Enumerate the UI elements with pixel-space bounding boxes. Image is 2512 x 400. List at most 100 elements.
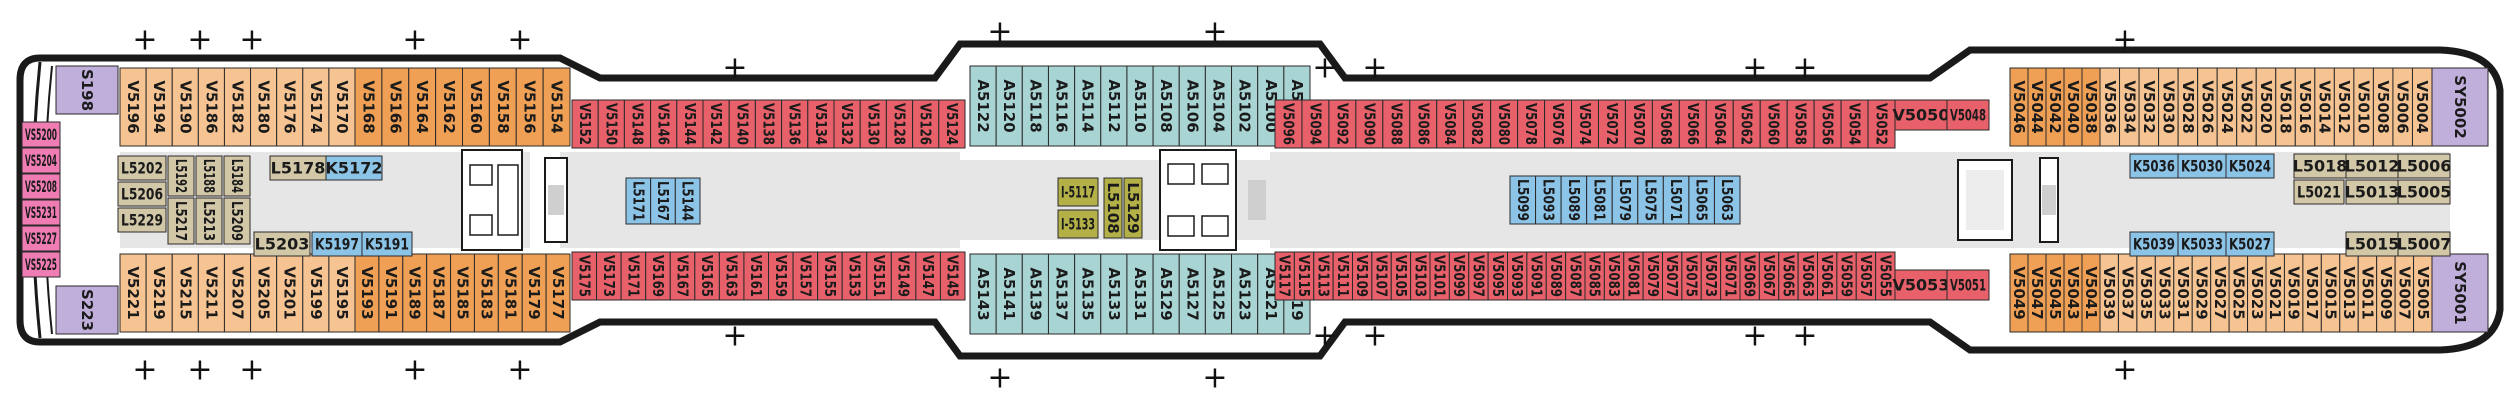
cabin-v5049[interactable]: V5049 [2009, 253, 2029, 333]
cabin-v5018[interactable]: V5018 [2275, 67, 2296, 147]
cabin-l5079[interactable]: L5079 [1611, 175, 1639, 225]
cabin-v5138[interactable]: V5138 [754, 99, 783, 149]
cabin-a5110[interactable]: A5110 [1126, 65, 1154, 147]
cabin-v5032[interactable]: V5032 [2138, 67, 2160, 147]
cabin-v5221[interactable]: V5221 [119, 253, 147, 333]
cabin-v5040[interactable]: V5040 [2063, 67, 2083, 147]
cabin-l5081[interactable]: L5081 [1586, 175, 1613, 225]
cabin-k5197[interactable]: K5197 [311, 231, 363, 257]
cabin-v5146[interactable]: V5146 [650, 99, 678, 149]
cabin-a5120[interactable]: A5120 [995, 65, 1023, 147]
cabin-v5162[interactable]: V5162 [435, 67, 463, 147]
cabin-l5203[interactable]: L5203 [253, 231, 311, 257]
cabin-v5115[interactable]: V5115 [1293, 251, 1315, 301]
cabin-v5066[interactable]: V5066 [1678, 99, 1707, 149]
cabin-v5103[interactable]: V5103 [1410, 251, 1431, 301]
cabin-v5079[interactable]: V5079 [1642, 251, 1663, 301]
cabin-a5123[interactable]: A5123 [1231, 253, 1259, 335]
cabin-v5080[interactable]: V5080 [1490, 99, 1519, 149]
cabin-v5027[interactable]: V5027 [2210, 253, 2230, 333]
cabin-v5147[interactable]: V5147 [915, 251, 941, 301]
cabin-a5104[interactable]: A5104 [1204, 65, 1233, 147]
cabin-v5068[interactable]: V5068 [1651, 99, 1680, 149]
cabin-v5215[interactable]: V5215 [171, 253, 199, 333]
cabin-v5151[interactable]: V5151 [866, 251, 892, 301]
cabin-v5024[interactable]: V5024 [2216, 67, 2238, 147]
cabin-v5021[interactable]: V5021 [2265, 253, 2285, 333]
cabin-vs5204[interactable]: VS5204 [21, 147, 61, 174]
cabin-a5135[interactable]: A5135 [1074, 253, 1102, 335]
cabin-v5117[interactable]: V5117 [1274, 251, 1295, 301]
cabin-s198[interactable]: S198 [55, 65, 119, 115]
cabin-v5073[interactable]: V5073 [1700, 251, 1722, 301]
cabin-v5205[interactable]: V5205 [250, 253, 278, 333]
cabin-l5065[interactable]: L5065 [1688, 175, 1715, 225]
cabin-l5178[interactable]: L5178 [269, 155, 327, 181]
cabin-l5184[interactable]: L5184 [223, 155, 251, 197]
cabin-v5156[interactable]: V5156 [515, 67, 544, 147]
cabin-v5039[interactable]: V5039 [2099, 253, 2119, 333]
cabin-v5037[interactable]: V5037 [2117, 253, 2138, 333]
cabin-v5051[interactable]: V5051 [1946, 269, 1990, 301]
cabin-v5189[interactable]: V5189 [402, 253, 428, 333]
cabin-v5070[interactable]: V5070 [1624, 99, 1653, 149]
cabin-v5144[interactable]: V5144 [676, 99, 704, 149]
cabin-v5029[interactable]: V5029 [2191, 253, 2212, 333]
cabin-k5027[interactable]: K5027 [2225, 231, 2275, 257]
cabin-v5072[interactable]: V5072 [1597, 99, 1626, 149]
cabin-a5114[interactable]: A5114 [1074, 65, 1102, 147]
cabin-a5118[interactable]: A5118 [1021, 65, 1049, 147]
cabin-v5012[interactable]: V5012 [2333, 67, 2355, 147]
cabin-v5014[interactable]: V5014 [2314, 67, 2335, 147]
cabin-v5207[interactable]: V5207 [223, 253, 252, 333]
cabin-v5075[interactable]: V5075 [1681, 251, 1702, 301]
cabin-v5045[interactable]: V5045 [2045, 253, 2065, 333]
cabin-v5201[interactable]: V5201 [276, 253, 304, 333]
cabin-v5089[interactable]: V5089 [1545, 251, 1567, 301]
cabin-v5061[interactable]: V5061 [1817, 251, 1838, 301]
cabin-v5063[interactable]: V5063 [1797, 251, 1818, 301]
cabin-v5168[interactable]: V5168 [354, 67, 383, 147]
cabin-v5008[interactable]: V5008 [2372, 67, 2394, 147]
cabin-v5084[interactable]: V5084 [1436, 99, 1465, 149]
cabin-v5026[interactable]: V5026 [2197, 67, 2218, 147]
cabin-v5185[interactable]: V5185 [450, 253, 475, 333]
cabin-v5062[interactable]: V5062 [1732, 99, 1761, 149]
cabin-v5028[interactable]: V5028 [2177, 67, 2199, 147]
cabin-v5157[interactable]: V5157 [792, 251, 819, 301]
cabin-v5034[interactable]: V5034 [2119, 67, 2140, 147]
cabin-v5145[interactable]: V5145 [939, 251, 966, 301]
cabin-v5199[interactable]: V5199 [302, 253, 330, 333]
cabin-l5063[interactable]: L5063 [1713, 175, 1741, 225]
cabin-v5064[interactable]: V5064 [1705, 99, 1734, 149]
cabin-v5166[interactable]: V5166 [381, 67, 410, 147]
cabin-v5007[interactable]: V5007 [2394, 253, 2415, 333]
cabin-v5140[interactable]: V5140 [728, 99, 756, 149]
cabin-v5036[interactable]: V5036 [2099, 67, 2121, 147]
cabin-v5150[interactable]: V5150 [597, 99, 625, 149]
cabin-v5107[interactable]: V5107 [1371, 251, 1392, 301]
cabin-v5031[interactable]: V5031 [2173, 253, 2193, 333]
cabin-v5065[interactable]: V5065 [1778, 251, 1799, 301]
cabin-v5010[interactable]: V5010 [2353, 67, 2374, 147]
cabin-v5128[interactable]: V5128 [885, 99, 914, 149]
cabin-l5213[interactable]: L5213 [195, 197, 223, 245]
cabin-v5016[interactable]: V5016 [2294, 67, 2316, 147]
cabin-v5136[interactable]: V5136 [781, 99, 809, 149]
cabin-v5074[interactable]: V5074 [1571, 99, 1599, 149]
cabin-l5206[interactable]: L5206 [117, 181, 167, 207]
cabin-v5054[interactable]: V5054 [1840, 99, 1869, 149]
cabin-v5153[interactable]: V5153 [841, 251, 868, 301]
cabin-l5167[interactable]: L5167 [650, 177, 676, 225]
cabin-v5158[interactable]: V5158 [488, 67, 517, 147]
cabin-v5086[interactable]: V5086 [1409, 99, 1438, 149]
cabin-v5081[interactable]: V5081 [1623, 251, 1644, 301]
cabin-a5141[interactable]: A5141 [995, 253, 1023, 335]
cabin-v5181[interactable]: V5181 [497, 253, 523, 333]
cabin-v5038[interactable]: V5038 [2081, 67, 2101, 147]
cabin-v5009[interactable]: V5009 [2376, 253, 2396, 333]
cabin-a5116[interactable]: A5116 [1047, 65, 1076, 147]
cabin-l5108[interactable]: L5108 [1103, 177, 1123, 239]
cabin-v5164[interactable]: V5164 [408, 67, 437, 147]
cabin-v5055[interactable]: V5055 [1875, 251, 1896, 301]
